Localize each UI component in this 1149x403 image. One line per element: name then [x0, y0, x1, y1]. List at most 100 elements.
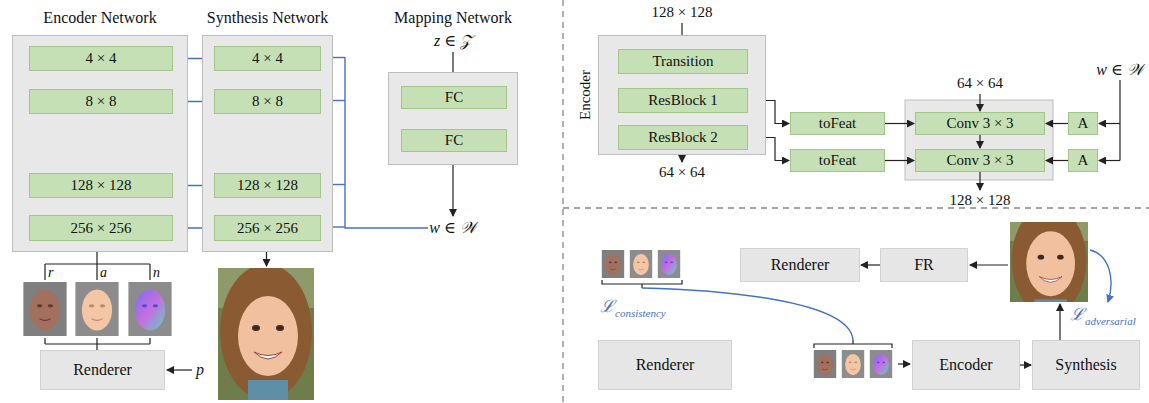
text-label: p: [196, 361, 204, 379]
conv-block: Conv 3 × 3: [915, 149, 1045, 172]
box-label: toFeat: [819, 152, 857, 169]
layer-block: toFeat: [790, 149, 885, 172]
text-label: z ∈ 𝒵: [434, 32, 472, 50]
albedo-map: [842, 350, 864, 378]
layer-block: ResBlock 2: [618, 125, 748, 150]
albedo-map: [75, 282, 118, 336]
box-label: Encoder: [939, 356, 992, 374]
box-label: FC: [445, 89, 463, 106]
text-label: w ∈ 𝒲: [1096, 61, 1144, 79]
resolution-block: 4 × 4: [29, 46, 173, 71]
box-label: 128 × 128: [237, 177, 298, 194]
resolution-block: 256 × 256: [29, 215, 173, 241]
fc-layer: FC: [401, 129, 507, 152]
connector: [1020, 364, 1031, 365]
text-label: w ∈ 𝒲: [429, 219, 477, 237]
layer-block: Transition: [618, 49, 748, 74]
text-label: 128 × 128: [652, 4, 713, 21]
loss-curve: [642, 288, 853, 340]
resolution-block: 128 × 128: [214, 173, 321, 198]
layer-block: ResBlock 1: [618, 88, 748, 113]
affine-block: A: [1068, 149, 1098, 172]
text-label: ℒ: [600, 298, 614, 317]
reflectance-map: [602, 250, 624, 278]
face-photo: [218, 264, 314, 400]
albedo-map: [630, 250, 652, 278]
box-label: 4 × 4: [252, 50, 283, 67]
text-label: 64 × 64: [659, 164, 705, 181]
reflectance-map: [814, 350, 836, 378]
network-panel: Mapping NetworkFCFC: [388, 72, 518, 165]
panel-title: Mapping Network: [394, 9, 512, 27]
box-label: Conv 3 × 3: [946, 115, 1013, 132]
box-label: FR: [914, 256, 934, 274]
face-photo: [1010, 205, 1088, 316]
synthesis-box: Synthesis: [1032, 340, 1140, 390]
text-label: ℒ: [1070, 306, 1084, 325]
normal-map: [870, 350, 892, 378]
conv-block: Conv 3 × 3: [915, 112, 1045, 135]
connector: [1046, 123, 1068, 124]
box-label: Renderer: [636, 356, 695, 374]
box-label: A: [1078, 115, 1089, 132]
input-arrow: [167, 369, 192, 370]
style-line: [1119, 80, 1120, 161]
text-label: 128 × 128: [950, 192, 1011, 209]
bracket: [602, 280, 682, 288]
network-panel: Synthesis Network4 × 48 × 8128 × 128256 …: [202, 35, 333, 252]
fr-box: FR: [880, 248, 968, 282]
flow-arrow: [979, 94, 980, 111]
loss-curve: [1090, 250, 1111, 302]
flow-arrow: [898, 363, 910, 364]
flow-arrow: [970, 264, 1008, 265]
encoder-box: Encoder: [912, 340, 1020, 390]
text-label: adversarial: [1085, 315, 1136, 327]
network-panel: Encoder Network4 × 48 × 8128 × 128256 × …: [12, 35, 188, 252]
connector: [861, 264, 880, 265]
panel-title: Encoder: [577, 70, 594, 120]
text-label: n: [153, 265, 160, 280]
box-label: 4 × 4: [86, 50, 117, 67]
conv-panel: [905, 100, 1053, 180]
bracket: [45, 252, 150, 280]
box-label: toFeat: [819, 115, 857, 132]
style-branch: [1099, 160, 1120, 161]
encoder-panel: EncoderTransitionResBlock 1ResBlock 2: [598, 35, 766, 155]
resolution-block: 256 × 256: [214, 215, 321, 241]
box-label: 256 × 256: [71, 220, 132, 237]
resolution-block: 8 × 8: [214, 89, 321, 114]
box-label: Synthesis: [1055, 356, 1116, 374]
flow-arrow: [1059, 304, 1060, 340]
text-label: consistency: [615, 307, 666, 319]
affine-block: A: [1068, 112, 1098, 135]
bracket: [45, 338, 150, 350]
box-label: 256 × 256: [237, 220, 298, 237]
fc-layer: FC: [401, 86, 507, 109]
renderer-box: Renderer: [740, 248, 860, 282]
connector: [885, 123, 914, 124]
box-label: Transition: [652, 53, 713, 70]
box-label: A: [1078, 152, 1089, 169]
normal-map: [658, 250, 680, 278]
box-label: ResBlock 1: [648, 92, 718, 109]
box-label: 8 × 8: [86, 93, 117, 110]
flow-arrow: [979, 172, 980, 190]
connector: [885, 160, 914, 161]
text-label: r: [48, 265, 53, 280]
divider: [563, 0, 1149, 403]
flow-arrow: [266, 252, 267, 266]
box-label: Renderer: [73, 361, 132, 379]
text-label: 64 × 64: [957, 75, 1003, 92]
panel-title: Encoder Network: [43, 9, 156, 27]
box-label: FC: [445, 132, 463, 149]
renderer-box: Renderer: [598, 340, 732, 390]
resolution-block: 128 × 128: [29, 173, 173, 198]
flow-arrow: [979, 135, 980, 148]
style-branch: [1099, 123, 1120, 124]
box-label: Renderer: [771, 256, 830, 274]
layer-block: toFeat: [790, 112, 885, 135]
reflectance-map: [23, 282, 66, 336]
resolution-block: 8 × 8: [29, 89, 173, 114]
resolution-block: 4 × 4: [214, 46, 321, 71]
